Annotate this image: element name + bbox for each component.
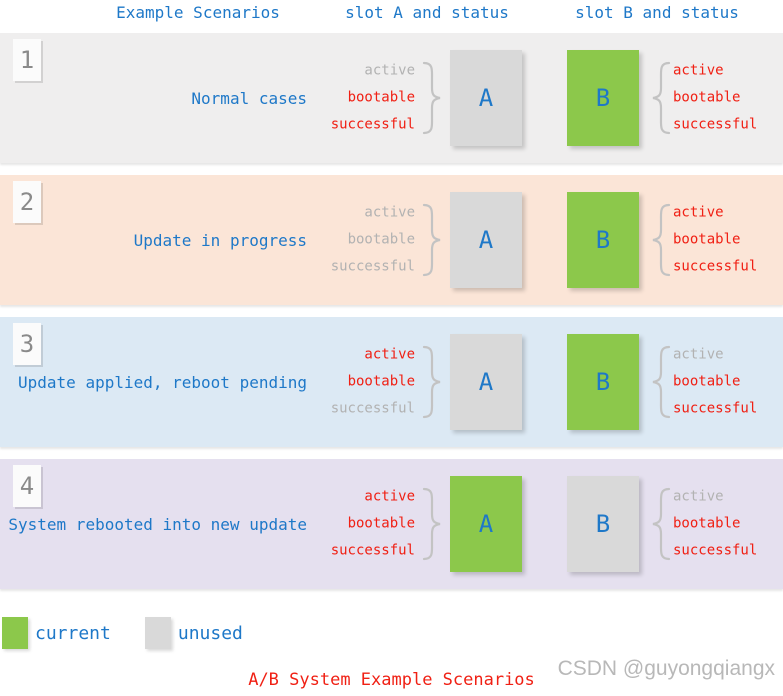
diagram-title: A/B System Example Scenarios xyxy=(248,670,535,690)
slot-a-box: A xyxy=(450,476,522,572)
row-number-badge: 4 xyxy=(13,465,41,507)
slot-a-status-list: active bootable successful xyxy=(0,484,415,565)
brace-right-icon xyxy=(422,345,441,419)
slot-b-letter: B xyxy=(595,84,611,112)
slot-a-box: A xyxy=(450,334,522,430)
status-successful: successful xyxy=(330,258,415,275)
status-bootable: bootable xyxy=(347,89,415,106)
slot-b-letter: B xyxy=(595,226,611,254)
slot-b-status-list: active bootable successful xyxy=(673,58,757,139)
slot-a-letter: A xyxy=(478,368,494,396)
row-number-badge: 2 xyxy=(13,181,41,223)
brace-right-icon xyxy=(422,487,441,561)
header-slot-a-and-status: slot A and status xyxy=(345,3,509,22)
status-active: active xyxy=(364,346,415,363)
status-bootable: bootable xyxy=(347,373,415,390)
slot-a-status-list: active bootable successful xyxy=(0,58,415,139)
slot-b-letter: B xyxy=(595,368,611,396)
status-bootable: bootable xyxy=(347,515,415,532)
slot-a-letter: A xyxy=(478,84,494,112)
status-active: active xyxy=(673,204,724,221)
status-active: active xyxy=(364,488,415,505)
status-active: active xyxy=(673,62,724,79)
status-bootable: bootable xyxy=(673,373,741,390)
scenario-row-3: 3 Update applied, reboot pending active … xyxy=(0,317,783,447)
slot-a-letter: A xyxy=(478,226,494,254)
scenario-label: Normal cases xyxy=(191,88,307,108)
slot-b-box: B xyxy=(567,476,639,572)
status-bootable: bootable xyxy=(673,515,741,532)
status-successful: successful xyxy=(673,116,758,133)
brace-left-icon xyxy=(652,345,671,419)
slot-b-box: B xyxy=(567,334,639,430)
scenario-label: System rebooted into new update xyxy=(8,514,307,534)
scenario-label: Update in progress xyxy=(133,230,307,250)
slot-b-status-list: active bootable successful xyxy=(673,342,757,423)
slot-b-status-list: active bootable successful xyxy=(673,200,757,281)
status-successful: successful xyxy=(673,400,758,417)
scenario-row-1: 1 Normal cases active bootable successfu… xyxy=(0,33,783,163)
scenario-row-4: 4 System rebooted into new update active… xyxy=(0,459,783,589)
status-bootable: bootable xyxy=(673,231,741,248)
status-active: active xyxy=(673,346,724,363)
scenario-row-2: 2 Update in progress active bootable suc… xyxy=(0,175,783,305)
legend-label: unused xyxy=(177,622,243,644)
header-example-scenarios: Example Scenarios xyxy=(116,3,280,22)
legend-item-current: current xyxy=(2,617,111,649)
unused-swatch xyxy=(144,617,171,649)
status-bootable: bootable xyxy=(347,231,415,248)
legend-item-unused: unused xyxy=(144,617,243,649)
legend: current unused xyxy=(2,617,243,649)
status-active: active xyxy=(364,62,415,79)
slot-a-letter: A xyxy=(478,510,494,538)
row-number-badge: 1 xyxy=(13,39,41,81)
slot-a-status-list: active bootable successful xyxy=(0,200,415,281)
legend-label: current xyxy=(35,622,111,644)
brace-left-icon xyxy=(652,61,671,135)
slot-a-status-list: active bootable successful xyxy=(0,342,415,423)
brace-right-icon xyxy=(422,61,441,135)
status-active: active xyxy=(364,204,415,221)
slot-a-box: A xyxy=(450,50,522,146)
status-active: active xyxy=(673,488,724,505)
slot-a-box: A xyxy=(450,192,522,288)
scenario-rows: 1 Normal cases active bootable successfu… xyxy=(0,33,783,601)
scenario-label: Update applied, reboot pending xyxy=(18,372,307,392)
brace-left-icon xyxy=(652,203,671,277)
status-successful: successful xyxy=(330,542,415,559)
current-swatch xyxy=(2,617,28,649)
brace-left-icon xyxy=(652,487,671,561)
status-bootable: bootable xyxy=(673,89,741,106)
status-successful: successful xyxy=(330,116,415,133)
slot-b-status-list: active bootable successful xyxy=(673,484,757,565)
header-slot-b-and-status: slot B and status xyxy=(575,3,739,22)
slot-b-letter: B xyxy=(595,510,611,538)
slot-b-box: B xyxy=(567,192,639,288)
status-successful: successful xyxy=(673,258,758,275)
slot-b-box: B xyxy=(567,50,639,146)
brace-right-icon xyxy=(422,203,441,277)
row-number-badge: 3 xyxy=(13,323,41,365)
status-successful: successful xyxy=(673,542,758,559)
watermark: CSDN @guyongqiangx xyxy=(557,657,775,680)
status-successful: successful xyxy=(330,400,415,417)
